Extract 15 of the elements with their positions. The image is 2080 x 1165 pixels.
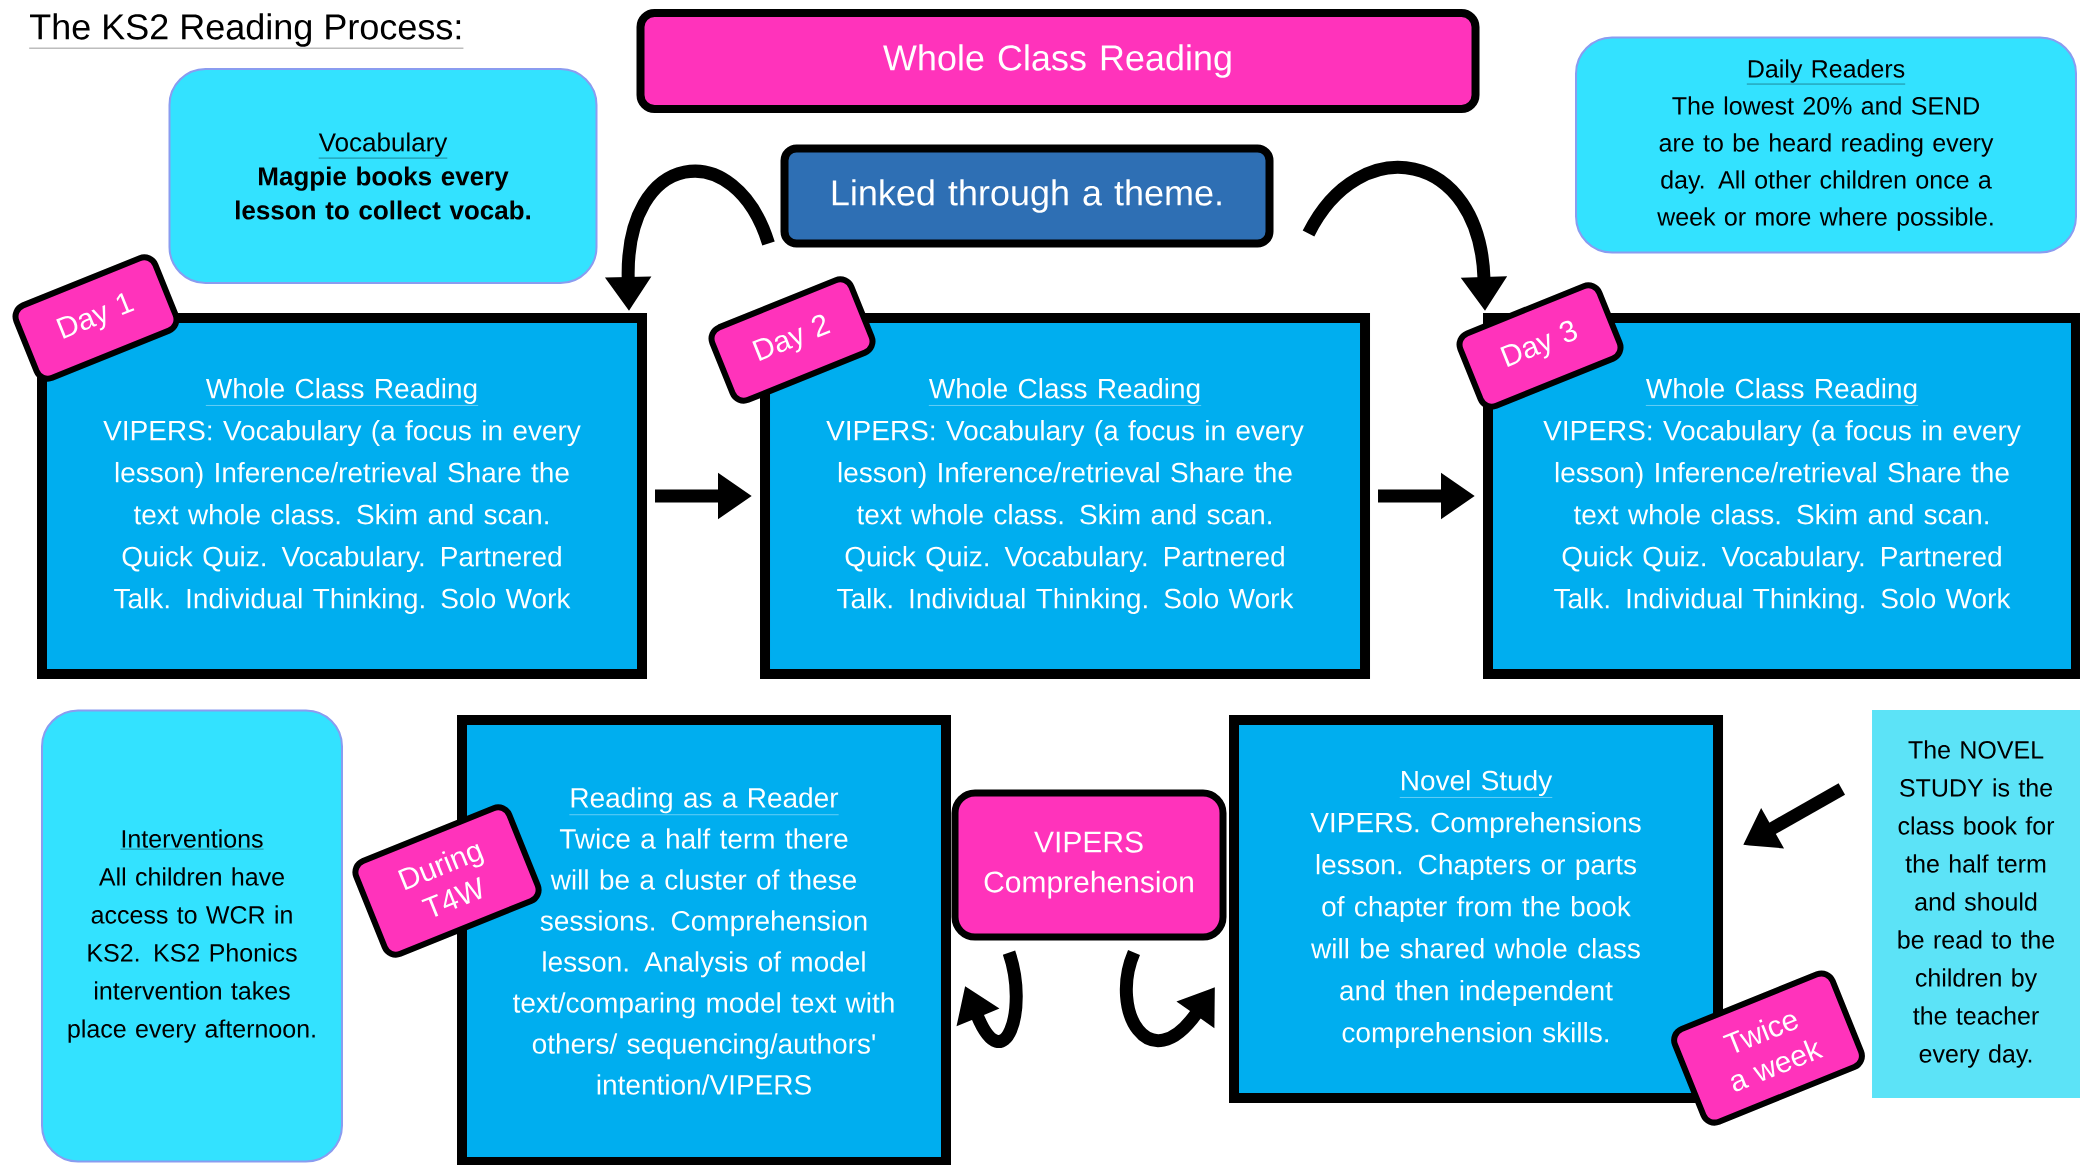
info-box: Daily Readers The lowest 20% and SEND are to be heard reading every day. All other children once a week or more where possible. xyxy=(1575,36,2077,254)
day-tag: Day 2 xyxy=(708,276,876,404)
note-box: The NOVEL STUDY is the class book for the half term and should be read to the children by the teacher every day. xyxy=(1872,710,2080,1098)
day-tag: Day 3 xyxy=(1456,282,1624,410)
arrow xyxy=(1120,950,1215,1047)
arrow xyxy=(956,950,1023,1048)
day-tag: Twice a week xyxy=(1671,970,1865,1126)
banner-box: Whole Class Reading xyxy=(636,9,1480,113)
method-box: VIPERS Comprehension xyxy=(951,789,1227,941)
title: The KS2 Reading Process: xyxy=(29,13,464,49)
session-box: Novel Study VIPERS. Comprehensions lesson. Chapters or parts of chapter from the book will be shared whole class and then independent comprehension skills. xyxy=(1229,715,1723,1103)
theme-box: Linked through a theme. xyxy=(780,144,1274,248)
info-box: Vocabulary Magpie books every lesson to collect vocab. xyxy=(168,68,598,284)
day-tag: Day 1 xyxy=(12,254,180,382)
info-box: Interventions All children have access to WCR in KS2. KS2 Phonics intervention takes place every afternoon. xyxy=(41,709,343,1163)
